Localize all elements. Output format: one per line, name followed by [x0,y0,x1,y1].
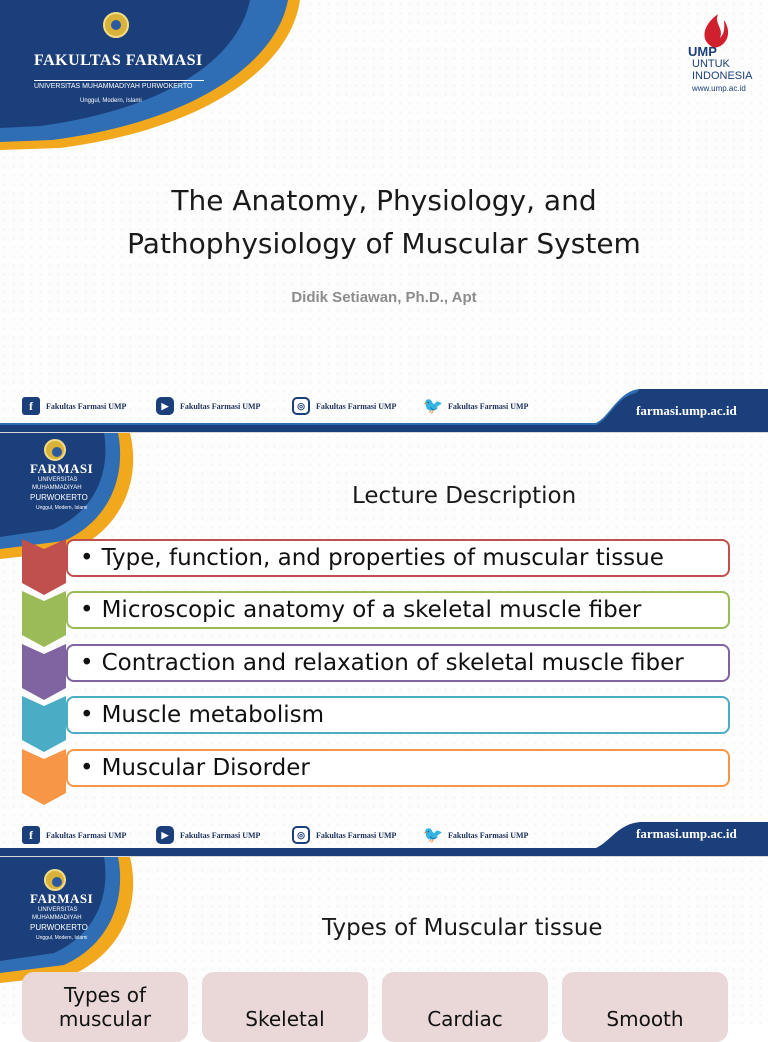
badge-title: FARMASI [30,891,94,906]
footer-shape [0,389,768,432]
list-item-text: Microscopic anatomy of a skeletal muscle… [101,597,642,623]
ump-line2: INDONESIA [692,70,753,82]
twitter-icon: 🐦 [423,398,443,415]
list-item-text: Type, function, and properties of muscul… [101,545,664,571]
list-item: •Muscular Disorder [22,749,732,805]
social-facebook[interactable]: f Fakultas Farmasi UMP [22,397,126,415]
badge-motto: Unggul, Modern, Islami [36,505,88,511]
list-item-box: •Contraction and relaxation of skeletal … [66,644,730,682]
ump-line1: UNTUK [692,58,730,70]
social-label: Fakultas Farmasi UMP [316,830,397,840]
social-label: Fakultas Farmasi UMP [180,830,261,840]
list-item-box: •Type, function, and properties of muscu… [66,539,730,577]
social-facebook[interactable]: f Fakultas Farmasi UMP [22,826,126,844]
badge-title: FARMASI [30,461,94,476]
type-card: Cardiac [382,972,548,1042]
chevron-marker [22,696,66,752]
faculty-title: FAKULTAS FARMASI [34,52,203,69]
social-instagram[interactable]: ◎ Fakultas Farmasi UMP [292,397,396,415]
faculty-motto: Unggul, Modern, Islami [80,98,142,104]
instagram-icon: ◎ [292,397,310,415]
slide-divider [0,856,768,857]
badge-line3: PURWOKERTO [30,923,88,932]
social-label: Fakultas Farmasi UMP [448,830,529,840]
list-item-text: Muscular Disorder [101,755,310,781]
university-crest-icon [44,439,66,461]
university-crest-icon [103,12,129,38]
type-card: Types of muscular [22,972,188,1042]
youtube-icon: ▶ [156,397,174,415]
badge-line1: UNIVERSITAS [38,477,78,483]
list-item-box: •Microscopic anatomy of a skeletal muscl… [66,591,730,629]
type-card: Skeletal [202,972,368,1042]
slide-heading: Lecture Description [352,483,577,509]
social-instagram[interactable]: ◎ Fakultas Farmasi UMP [292,826,396,844]
footer-bar: f Fakultas Farmasi UMP ▶ Fakultas Farmas… [0,387,768,432]
footer-shape [0,822,768,856]
ump-url: www.ump.ac.id [692,84,746,93]
university-crest-icon [44,869,66,891]
type-card: Smooth [562,972,728,1042]
badge-line2: MUHAMMADIYAH [32,915,82,921]
list-item-box: •Muscle metabolism [66,696,730,734]
social-twitter[interactable]: 🐦 Fakultas Farmasi UMP [423,397,529,415]
chevron-marker [22,644,66,700]
chevron-marker [22,539,66,595]
flame-icon [704,14,729,48]
chevron-marker [22,591,66,647]
badge-line3: PURWOKERTO [30,493,88,502]
university-name: UNIVERSITAS MUHAMMADIYAH PURWOKERTO [34,80,204,90]
ump-logo: UMP UNTUK INDONESIA www.ump.ac.id [688,10,768,100]
website-link[interactable]: farmasi.ump.ac.id [636,403,737,418]
slide-title-line2: Pathophysiology of Muscular System [127,227,641,260]
social-label: Fakultas Farmasi UMP [316,401,397,411]
list-item-box: •Muscular Disorder [66,749,730,787]
social-label: Fakultas Farmasi UMP [46,401,127,411]
footer-bar: f Fakultas Farmasi UMP ▶ Fakultas Farmas… [0,822,768,856]
facebook-icon: f [22,826,40,844]
social-twitter[interactable]: 🐦 Fakultas Farmasi UMP [423,826,529,844]
list-item-text: Contraction and relaxation of skeletal m… [101,650,684,676]
youtube-icon: ▶ [156,826,174,844]
social-label: Fakultas Farmasi UMP [180,401,261,411]
list-item: •Muscle metabolism [22,696,732,752]
faculty-badge [0,433,134,559]
list-item: •Microscopic anatomy of a skeletal muscl… [22,591,732,647]
faculty-badge [0,857,134,983]
list-item: •Type, function, and properties of muscu… [22,539,732,595]
badge-line1: UNIVERSITAS [38,907,78,913]
ump-brand: UMP [688,44,717,59]
list-item: •Contraction and relaxation of skeletal … [22,644,732,700]
social-youtube[interactable]: ▶ Fakultas Farmasi UMP [156,397,260,415]
lecture-description-slide: FARMASI UNIVERSITAS MUHAMMADIYAH PURWOKE… [0,433,768,856]
social-label: Fakultas Farmasi UMP [46,830,127,840]
type-card-label: Types of muscular [58,983,152,1031]
author-name: Didik Setiawan, Ph.D., Apt [291,289,477,306]
faculty-banner [0,0,300,150]
chevron-marker [22,749,66,805]
badge-motto: Unggul, Modern, Islami [36,935,88,941]
website-link[interactable]: farmasi.ump.ac.id [636,826,737,841]
twitter-icon: 🐦 [423,827,443,844]
social-youtube[interactable]: ▶ Fakultas Farmasi UMP [156,826,260,844]
badge-line2: MUHAMMADIYAH [32,485,82,491]
social-label: Fakultas Farmasi UMP [448,401,529,411]
title-slide: FAKULTAS FARMASI UNIVERSITAS MUHAMMADIYA… [0,0,768,432]
slide-title-line1: The Anatomy, Physiology, and [171,184,597,217]
facebook-icon: f [22,397,40,415]
instagram-icon: ◎ [292,826,310,844]
slide-divider [0,432,768,433]
list-item-text: Muscle metabolism [101,702,324,728]
slide-heading: Types of Muscular tissue [322,915,603,941]
